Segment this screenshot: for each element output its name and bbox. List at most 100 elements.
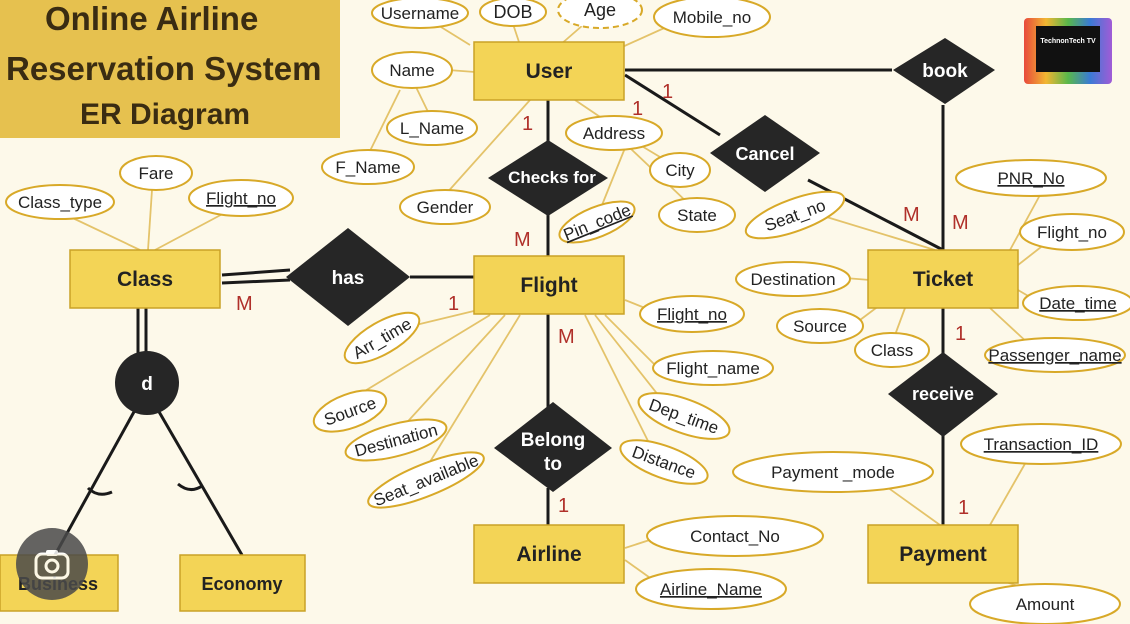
attribute-ellipse [188, 179, 294, 217]
entity-user: User [473, 41, 625, 101]
attribute-label: Age [584, 0, 616, 20]
title-line-3: ER Diagram [80, 98, 251, 131]
attribute-ellipse [1019, 213, 1125, 251]
attribute-ellipse [557, 0, 643, 29]
card-book-ticket: M [952, 212, 969, 234]
attribute-ellipse [321, 149, 415, 185]
attribute-ticket-flight-no: Flight_no [1019, 213, 1125, 251]
card-ticket-receive: 1 [955, 323, 966, 345]
card-receive-payment: 1 [958, 497, 969, 519]
attribute-ellipse [732, 451, 934, 493]
attribute-airline-name: Airline_Name [635, 568, 787, 610]
attribute-dep-time: Dep_time [637, 392, 731, 440]
attribute-label: State [677, 206, 717, 225]
attribute-ellipse [312, 389, 388, 433]
relationship-cancel: Cancel [710, 115, 820, 192]
attribute-ellipse [399, 189, 491, 225]
attribute-label: Destination [750, 270, 835, 289]
attribute-ellipse [652, 350, 774, 386]
entity-payment: Payment [867, 524, 1019, 584]
attribute-pnr-no: PNR_No [955, 159, 1107, 197]
attribute-ellipse [619, 439, 709, 485]
attribute-flight-name: Flight_name [652, 350, 774, 386]
relationship-book: book [893, 38, 995, 104]
card-checks-flight: M [514, 229, 531, 251]
attribute-ellipse [653, 0, 771, 38]
attribute-label: F_Name [335, 158, 400, 177]
attribute-ellipse [5, 184, 115, 220]
attribute-distance: Distance [619, 439, 709, 485]
entity-payment-label: Payment [899, 543, 987, 566]
attribute-l-name: L_Name [386, 110, 478, 146]
attribute-ellipse [371, 0, 469, 29]
attribute-label: DOB [493, 2, 532, 22]
card-belong-airline: 1 [558, 495, 569, 517]
relationship-links [53, 68, 945, 556]
attribute-ellipse [1022, 285, 1130, 321]
attribute-ellipse [119, 155, 193, 191]
attribute-label: Amount [1016, 595, 1075, 614]
disjoint-label: d [141, 374, 153, 395]
attribute-label: Airline_Name [660, 580, 762, 599]
entity-ticket-label: Ticket [913, 268, 973, 291]
attribute-dob: DOB [479, 0, 547, 27]
attribute-gender: Gender [399, 189, 491, 225]
card-user-book: 1 [662, 81, 673, 103]
attribute-ellipse [776, 308, 864, 344]
attribute-label: City [665, 161, 695, 180]
attribute-city: City [649, 152, 711, 188]
attribute-ellipse [344, 418, 448, 462]
attribute-label: Gender [417, 198, 474, 217]
disjoint-specialization: d [115, 351, 179, 415]
card-has-flight: 1 [448, 293, 459, 315]
attribute-passenger-name: Passenger_name [984, 337, 1126, 373]
logo-screen: TechnonTech TV [1036, 26, 1100, 72]
attribute-label: Flight_no [1037, 223, 1107, 242]
attribute-mobile-no: Mobile_no [653, 0, 771, 38]
attribute-address: Address [565, 115, 663, 151]
entity-class: Class [69, 249, 221, 309]
attribute-ellipse [367, 451, 485, 509]
attribute-transaction-id: Transaction_ID [960, 423, 1122, 465]
attribute-class-flight-no: Flight_no [188, 179, 294, 217]
attribute-flight-flight-no: Flight_no [639, 295, 745, 333]
attribute-label: Flight_no [657, 305, 727, 324]
attribute-label: Passenger_name [988, 346, 1121, 365]
entity-airline-label: Airline [516, 543, 581, 566]
attribute-label: Class [871, 341, 914, 360]
entity-economy-label: Economy [201, 574, 282, 594]
cardinalities: 1 M 1 1 M M 1 M M 1 1 1 [236, 81, 969, 519]
relationship-has: has [286, 228, 410, 326]
relationship-to-label: to [544, 454, 562, 475]
attribute-name: Name [371, 51, 453, 89]
attribute-ellipse [735, 261, 851, 297]
lens-search-icon[interactable] [16, 528, 88, 600]
attribute-seat-no: Seat_no [744, 190, 846, 240]
relationship-diamonds: Checks for has book Cancel Belong to rec… [115, 38, 998, 492]
entity-user-label: User [526, 60, 573, 83]
relationship-cancel-label: Cancel [735, 144, 794, 164]
attribute-state: State [658, 197, 736, 233]
attribute-ticket-source: Source [776, 308, 864, 344]
attribute-date-time: Date_time [1022, 285, 1130, 321]
attribute-label: Fare [139, 164, 174, 183]
attribute-ellipse [635, 568, 787, 610]
attribute-fare: Fare [119, 155, 193, 191]
attribute-ellipse [658, 197, 736, 233]
card-class-has: M [236, 293, 253, 315]
entity-airline: Airline [473, 524, 625, 584]
attribute-pin-code: Pin_code [558, 200, 636, 245]
card-cancel-ticket: M [903, 204, 920, 226]
attribute-label: Flight_name [666, 359, 760, 378]
attribute-label: Name [389, 61, 434, 80]
attribute-f-name: F_Name [321, 149, 415, 185]
attribute-ellipse [637, 392, 731, 440]
relationship-receive: receive [888, 352, 998, 437]
attribute-label: Date_time [1039, 294, 1116, 313]
title-line-2: Reservation System [6, 50, 322, 87]
relationship-checks-for-label: Checks for [508, 168, 596, 187]
entity-flight: Flight [473, 255, 625, 315]
entity-ticket: Ticket [867, 249, 1019, 309]
attribute-label: Source [793, 317, 847, 336]
